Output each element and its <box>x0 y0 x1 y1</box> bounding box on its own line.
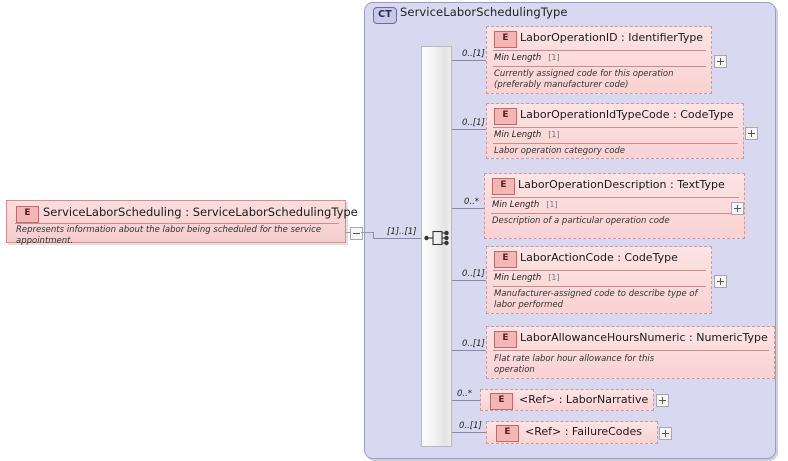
occurrence-label: 0..* <box>464 197 480 207</box>
connector-line <box>373 238 421 239</box>
connector-line <box>346 232 351 233</box>
occurrence-label: 0..[1] <box>462 49 485 59</box>
collapse-toggle-icon[interactable] <box>350 227 363 240</box>
element-box-laboractioncode[interactable]: E LaborActionCode : CodeType Min Length [… <box>486 246 712 314</box>
divider <box>493 50 706 51</box>
element-title: LaborActionCode : CodeType <box>520 251 678 264</box>
element-title: LaborOperationDescription : TextType <box>518 178 725 191</box>
divider <box>493 143 738 144</box>
element-badge-icon: E <box>496 425 519 442</box>
element-badge-icon: E <box>490 393 513 410</box>
facet-min-length: Min Length [1] <box>494 53 560 63</box>
element-box-laboroperationidtypecode[interactable]: E LaborOperationIdTypeCode : CodeType Mi… <box>486 103 744 159</box>
root-element-documentation: Represents information about the labor b… <box>16 225 322 246</box>
divider <box>493 66 706 67</box>
facet-label: Min Length <box>494 273 542 283</box>
element-badge-icon: E <box>494 31 517 48</box>
occurrence-label: 0..[1] <box>459 421 482 431</box>
element-documentation: Manufacturer-assigned code to describe t… <box>494 289 698 310</box>
divider <box>493 127 738 128</box>
element-documentation: Currently assigned code for this operati… <box>494 69 674 90</box>
element-title: LaborAllowanceHoursNumeric : NumericType <box>520 331 768 344</box>
occurrence-label: 0..[1] <box>462 118 485 128</box>
element-documentation: Labor operation category code <box>494 146 626 156</box>
expand-toggle-icon[interactable] <box>714 55 727 68</box>
element-badge-icon: E <box>494 108 517 125</box>
element-title: <Ref> : LaborNarrative <box>519 393 649 406</box>
root-element-title: ServiceLaborScheduling : ServiceLaborSch… <box>43 205 358 219</box>
facet-label: Min Length <box>494 53 542 63</box>
complextype-title: ServiceLaborSchedulingType <box>400 5 568 19</box>
complextype-badge: CT <box>373 7 397 24</box>
compositor-occurrence: [1]..[1] <box>387 227 417 237</box>
divider <box>491 213 739 214</box>
facet-label: Min Length <box>494 130 542 140</box>
divider <box>493 270 706 271</box>
element-box-laboroperationid[interactable]: E LaborOperationID : IdentifierType Min … <box>486 26 712 94</box>
element-box-ref-labornarrative[interactable]: E <Ref> : LaborNarrative <box>480 389 654 411</box>
facet-label: Min Length <box>492 200 540 210</box>
facet-min-length: Min Length [1] <box>494 273 560 283</box>
element-box-ref-failurecodes[interactable]: E <Ref> : FailureCodes <box>486 421 658 444</box>
facet-value: [1] <box>548 130 560 139</box>
element-title: LaborOperationIdTypeCode : CodeType <box>520 108 734 121</box>
element-badge-icon: E <box>494 251 517 268</box>
connector-line <box>452 280 486 281</box>
connector-line <box>361 232 373 233</box>
element-title: LaborOperationID : IdentifierType <box>520 31 704 44</box>
facet-min-length: Min Length [1] <box>494 130 560 140</box>
element-badge-icon: E <box>16 206 39 223</box>
connector-line <box>452 208 486 209</box>
connector-line <box>452 400 480 401</box>
element-box-laboroperationdescription[interactable]: E LaborOperationDescription : TextType M… <box>484 173 745 239</box>
element-badge-icon: E <box>494 331 517 348</box>
connector-line <box>452 129 486 130</box>
divider <box>491 197 739 198</box>
expand-toggle-icon[interactable] <box>745 127 758 140</box>
occurrence-label: 0..* <box>457 389 473 399</box>
facet-value: [1] <box>548 273 560 282</box>
expand-toggle-icon[interactable] <box>731 202 744 215</box>
occurrence-label: 0..[1] <box>462 339 485 349</box>
element-documentation: Description of a particular operation co… <box>492 216 670 226</box>
expand-toggle-icon[interactable] <box>656 394 669 407</box>
connector-line <box>452 350 486 351</box>
connector-line <box>452 60 486 61</box>
occurrence-label: 0..[1] <box>462 269 485 279</box>
facet-value: [1] <box>546 200 558 209</box>
connector-line <box>452 432 486 433</box>
divider <box>493 286 706 287</box>
element-badge-icon: E <box>492 178 515 195</box>
facet-value: [1] <box>548 53 560 62</box>
sequence-icon <box>424 228 450 248</box>
divider <box>493 350 769 351</box>
connector-line <box>373 232 374 238</box>
divider <box>15 223 339 224</box>
element-title: <Ref> : FailureCodes <box>525 425 643 438</box>
sequence-compositor-bar[interactable] <box>421 46 452 447</box>
facet-min-length: Min Length [1] <box>492 200 558 210</box>
root-element-box[interactable]: E ServiceLaborScheduling : ServiceLaborS… <box>6 200 358 246</box>
expand-toggle-icon[interactable] <box>714 275 727 288</box>
expand-toggle-icon[interactable] <box>659 427 672 440</box>
element-documentation: Flat rate labor hour allowance for this … <box>494 354 655 375</box>
element-box-laborallowancehoursnumeric[interactable]: E LaborAllowanceHoursNumeric : NumericTy… <box>486 326 775 379</box>
